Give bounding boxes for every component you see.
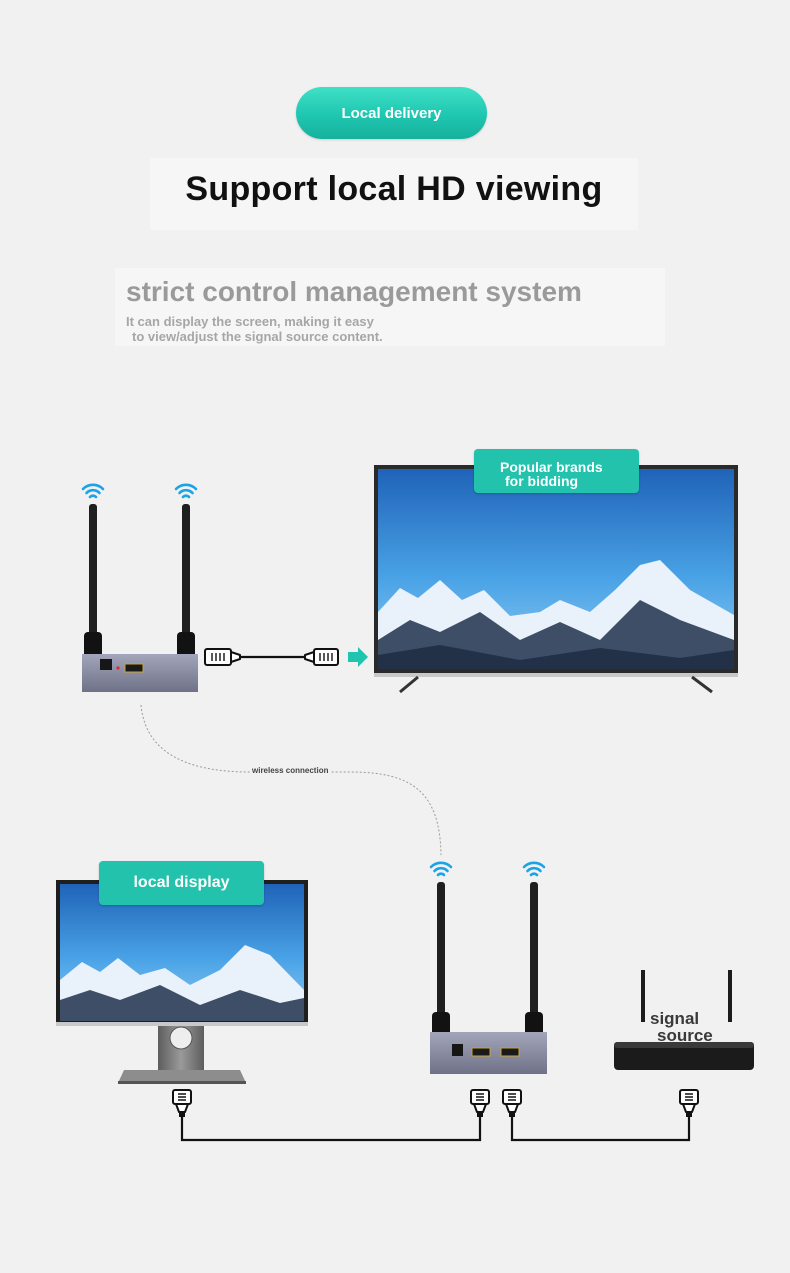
hdmi-cable-top bbox=[204, 647, 368, 667]
top-transmitter bbox=[81, 483, 198, 692]
wireless-connection-label: wireless connection bbox=[250, 766, 331, 775]
signal-source-line-1: signal bbox=[650, 1009, 700, 1028]
headline-background bbox=[150, 158, 638, 230]
hdmi-plug-icon bbox=[204, 648, 241, 666]
hdmi-plug-icon bbox=[172, 1089, 192, 1118]
monitor bbox=[56, 880, 308, 1084]
tv-tag: Popular brands for bidding bbox=[474, 449, 639, 493]
antenna-icon bbox=[530, 882, 538, 1017]
wifi-icon bbox=[81, 483, 105, 499]
arrow-right-icon bbox=[348, 647, 368, 667]
tv-tag-line-2: for bidding bbox=[505, 473, 579, 489]
antenna-icon bbox=[728, 970, 732, 1022]
signal-source-line-2: source bbox=[657, 1026, 713, 1045]
wifi-icon bbox=[522, 861, 546, 877]
signal-source-label: signal source bbox=[650, 1010, 713, 1044]
page-subtitle: strict control management system bbox=[126, 276, 582, 307]
antenna-icon bbox=[182, 504, 190, 636]
hdmi-plug-icon bbox=[679, 1089, 699, 1118]
antenna-icon bbox=[437, 882, 445, 1017]
antenna-icon bbox=[641, 970, 645, 1022]
hdmi-plug-icon bbox=[470, 1089, 490, 1118]
page-title: Support local HD viewing bbox=[185, 170, 603, 208]
subtitle-background bbox=[115, 268, 665, 346]
wifi-icon bbox=[174, 483, 198, 499]
bottom-cables bbox=[172, 1089, 699, 1142]
local-delivery-label: Local delivery bbox=[341, 104, 442, 122]
local-display-label: local display bbox=[133, 874, 230, 891]
wireless-link bbox=[140, 704, 442, 856]
description-line-2: to view/adjust the signal source content… bbox=[132, 329, 383, 344]
description-line-1: It can display the screen, making it eas… bbox=[126, 314, 374, 329]
tv-tag-line-1: Popular brands bbox=[500, 459, 603, 475]
bottom-receiver bbox=[429, 861, 547, 1074]
local-display-tag: local display bbox=[99, 861, 264, 905]
local-delivery-badge: Local delivery bbox=[296, 87, 487, 139]
hdmi-plug-icon bbox=[502, 1089, 522, 1118]
description: It can display the screen, making it eas… bbox=[126, 314, 383, 344]
hdmi-plug-icon bbox=[304, 648, 339, 666]
television bbox=[374, 465, 738, 694]
wifi-icon bbox=[429, 861, 453, 877]
signal-source-box bbox=[614, 970, 754, 1070]
antenna-icon bbox=[89, 504, 97, 636]
